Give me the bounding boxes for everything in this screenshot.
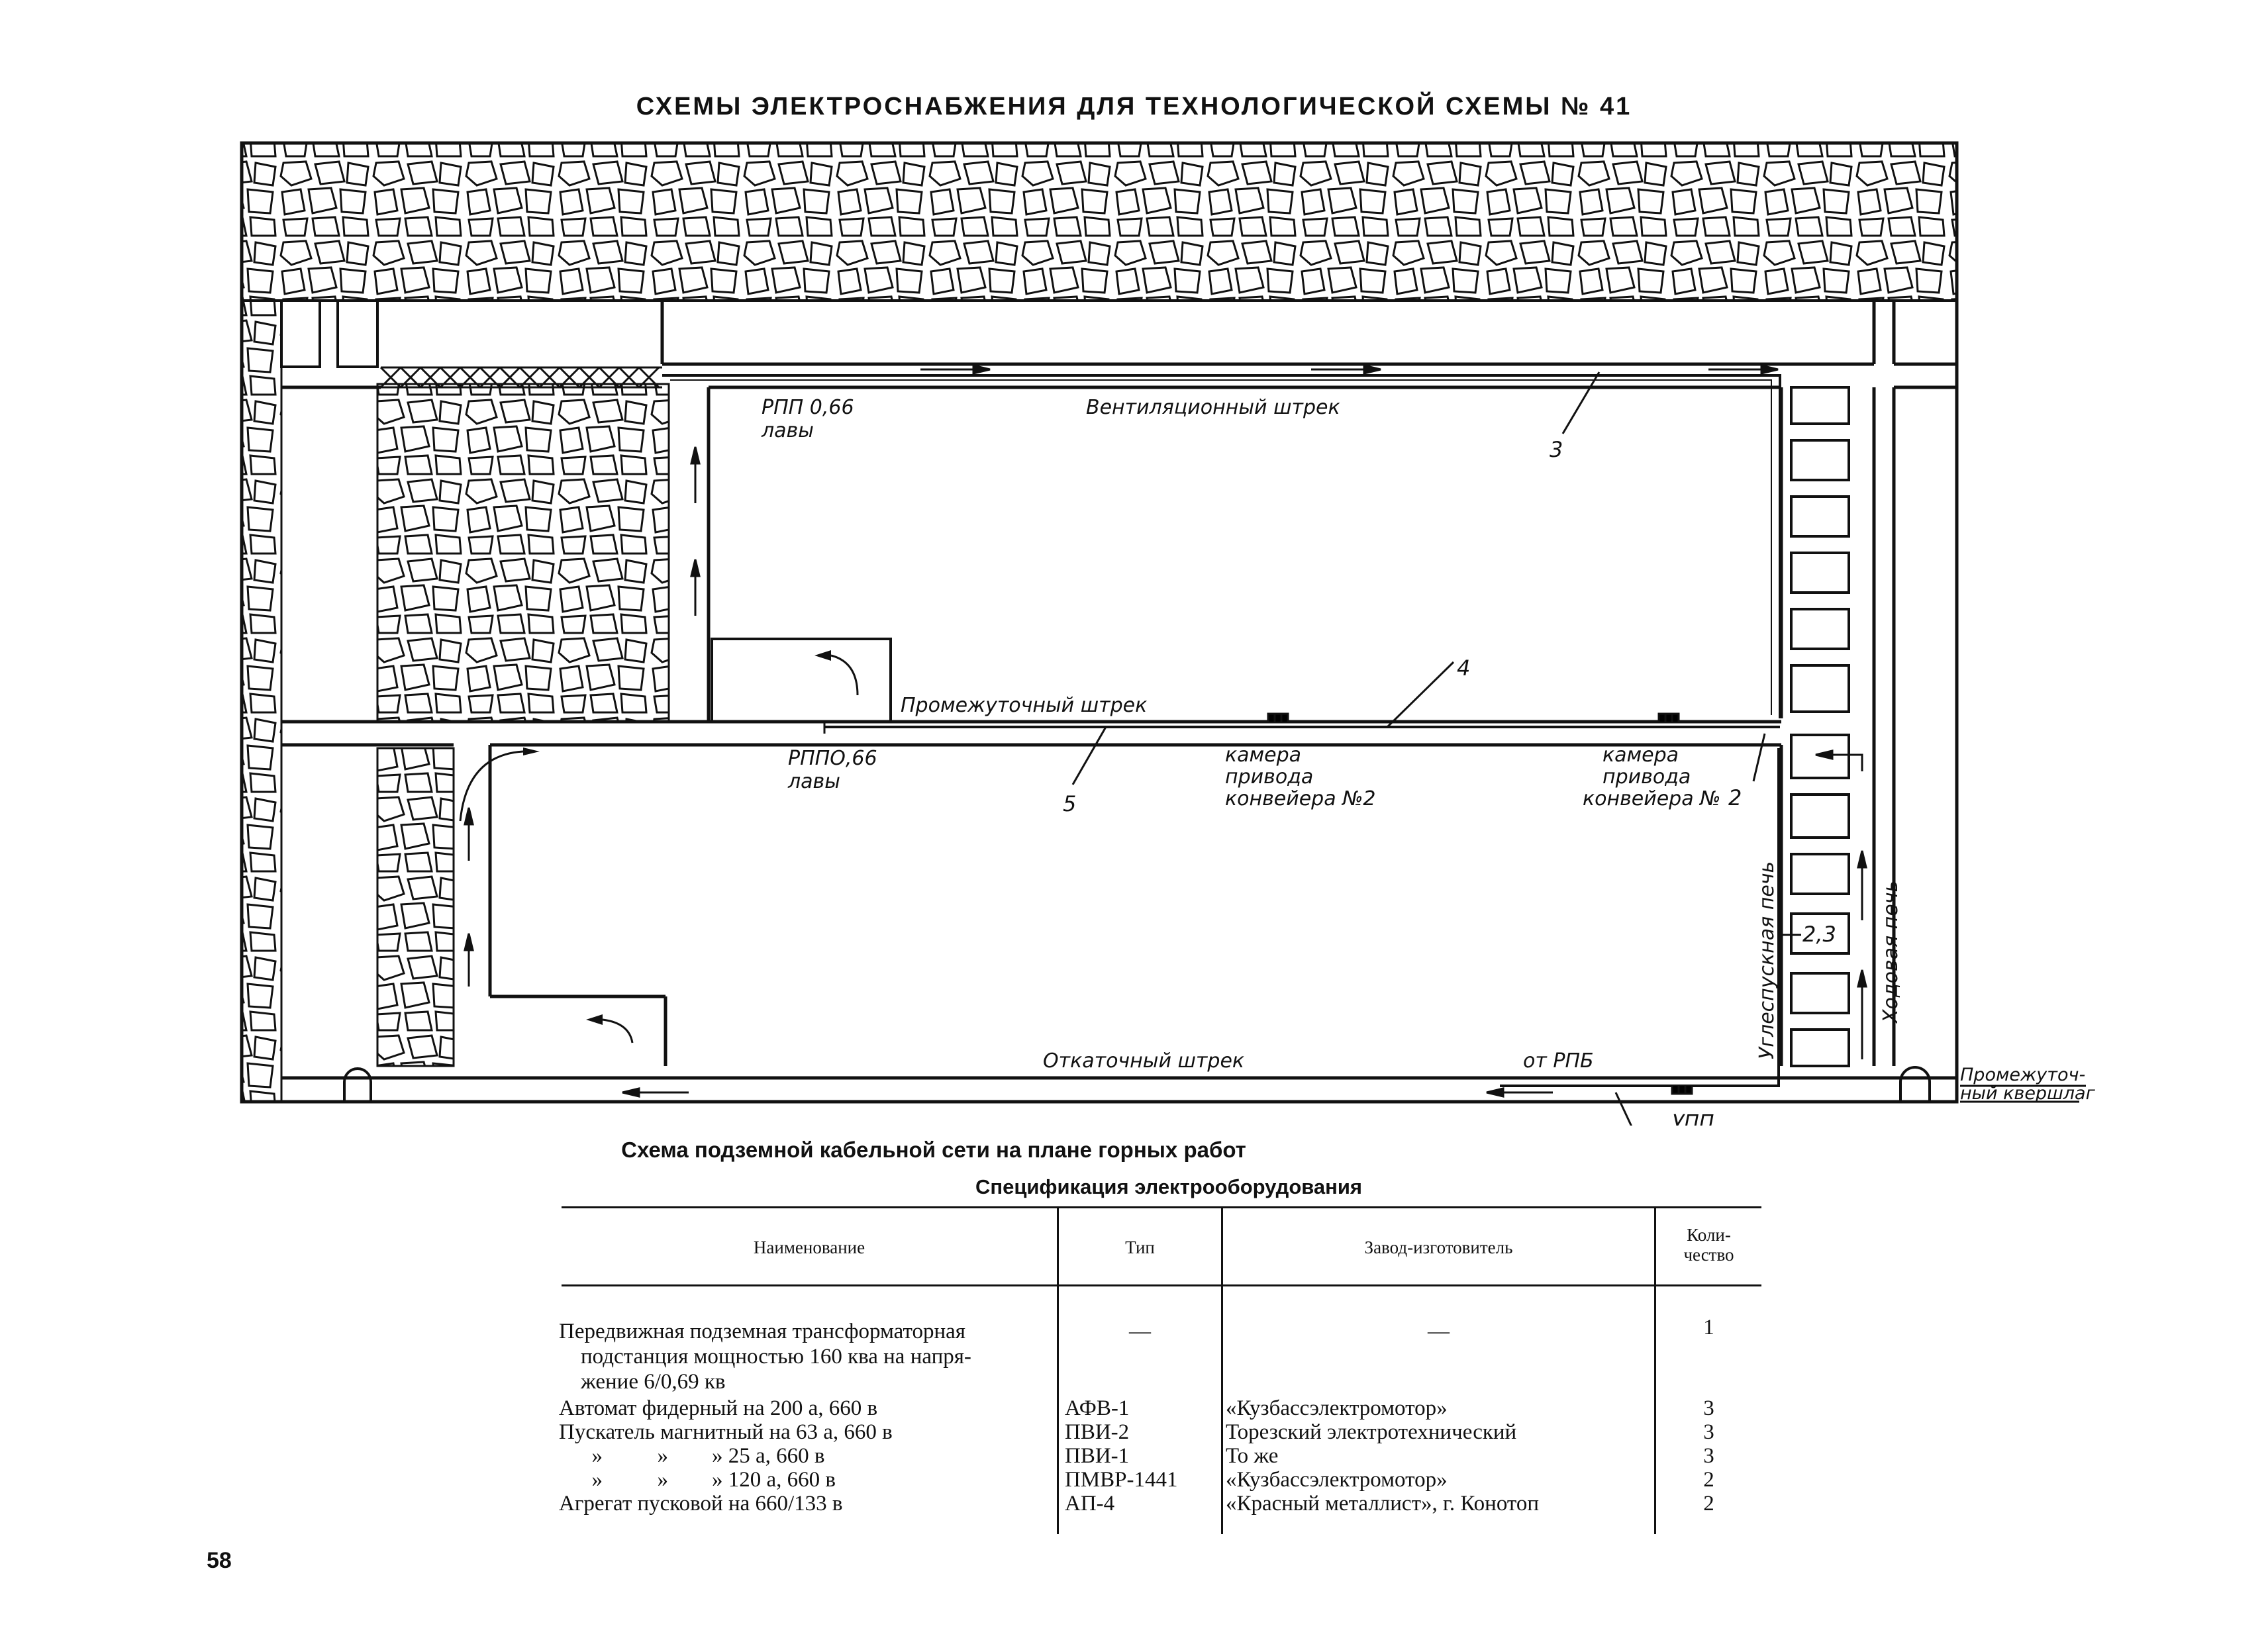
walk-arrows xyxy=(1815,749,1867,1059)
cable-3-inner xyxy=(670,379,1772,715)
row-3-maker: Торезский электротехнический xyxy=(1226,1420,1517,1444)
row-4-name: » » » 25 а, 660 в xyxy=(559,1444,825,1468)
row-5-name: » » » 120 а, 660 в xyxy=(559,1468,836,1492)
haul-arrows xyxy=(622,1087,1553,1098)
crosscut-label: Промежуточ- ный квершлаг xyxy=(1960,1065,2096,1104)
rock-top xyxy=(240,142,1958,302)
label-5: 5 xyxy=(1063,791,1076,816)
pillar-left-1 xyxy=(280,299,321,368)
label-4: 4 xyxy=(1457,655,1470,681)
table-header-rule xyxy=(562,1284,1761,1286)
rock-left xyxy=(240,299,283,1103)
row-2-qty: 3 xyxy=(1703,1396,1714,1420)
svg-text:РППО,66: РППО,66 xyxy=(788,747,877,770)
row-3-type: ПВИ-2 xyxy=(1065,1420,1130,1444)
row-4-type: ПВИ-1 xyxy=(1065,1444,1130,1468)
row-2-type: АФВ-1 xyxy=(1065,1396,1130,1420)
diagram-caption: Схема подземной кабельной сети на плане … xyxy=(621,1137,1246,1162)
row-2-maker: «Кузбассэлектромотор» xyxy=(1226,1396,1448,1420)
label-2-3: 2,3 xyxy=(1802,922,1836,947)
upper-turn-arrow xyxy=(830,654,859,696)
svg-text:ный квершлаг: ный квершлаг xyxy=(1960,1083,2096,1104)
haul-drift-walls xyxy=(281,1076,1957,1104)
row-1-qty: 1 xyxy=(1703,1316,1714,1339)
row-2-name: Автомат фидерный на 200 а, 660 в xyxy=(559,1396,878,1420)
cable-1 xyxy=(1500,748,1780,1087)
leader-lines xyxy=(1071,371,2086,1126)
inter-drift-label: Промежуточный штрек xyxy=(901,694,1147,717)
vent-drift-walls xyxy=(281,301,1957,1066)
rock-goaf-lower xyxy=(376,747,455,1067)
header-type: Тип xyxy=(1125,1237,1155,1257)
svg-text:лавы: лавы xyxy=(761,419,814,442)
header-qty: Коли- чество xyxy=(1683,1225,1734,1265)
chute-boxes xyxy=(1790,386,1850,1067)
arch-right xyxy=(1899,1066,1931,1102)
haul-drift-label: Откаточный штрек xyxy=(1043,1049,1244,1073)
row-1-name: Передвижная подземная трансформаторная п… xyxy=(559,1320,971,1394)
row-1-maker: — xyxy=(1428,1320,1450,1343)
header-maker: Завод-изготовитель xyxy=(1364,1237,1513,1257)
header-name: Наименование xyxy=(753,1237,865,1257)
conveyor-drive-marks xyxy=(1267,712,1680,722)
row-5-maker: «Кузбассэлектромотор» xyxy=(1226,1468,1448,1492)
coal-shaft-label: Углеспускная печь xyxy=(1755,861,1779,1059)
page-title: СХЕМЫ ЭЛЕКТРОСНАБЖЕНИЯ ДЛЯ ТЕХНОЛОГИЧЕСК… xyxy=(636,93,1632,121)
upper-face-arrows xyxy=(690,446,701,616)
svg-text:конвейера №2: конвейера №2 xyxy=(1225,787,1375,810)
row-6-type: АП-4 xyxy=(1065,1492,1115,1516)
upp-marks xyxy=(1671,1086,1693,1095)
row-5-type: ПМВР-1441 xyxy=(1065,1468,1178,1492)
rock-goaf-upper xyxy=(376,383,670,723)
svg-text:Промежуточ-: Промежуточ- xyxy=(1960,1065,2085,1085)
from-rpb-label: от РПБ xyxy=(1523,1049,1594,1073)
row-4-maker: То же xyxy=(1226,1444,1279,1468)
inter-drift-walls xyxy=(281,720,1781,747)
lower-face-arrows xyxy=(464,807,474,987)
svg-text:РПП 0,66: РПП 0,66 xyxy=(762,396,854,419)
upp-label: УПП xyxy=(1672,1111,1714,1126)
col-divider-3 xyxy=(1654,1206,1656,1534)
label-3: 3 xyxy=(1550,437,1563,462)
row-6-maker: «Красный металлист», г. Конотоп xyxy=(1226,1492,1540,1516)
col-divider-2 xyxy=(1221,1206,1223,1534)
pillar-left-2 xyxy=(336,299,379,368)
lower-turn-arrow xyxy=(602,1018,634,1043)
row-1-type: — xyxy=(1129,1320,1151,1343)
spec-title: Спецификация электрооборудования xyxy=(975,1175,1363,1198)
row-4-qty: 3 xyxy=(1703,1444,1714,1468)
table-top-rule xyxy=(562,1206,1761,1208)
svg-text:привода: привода xyxy=(1225,765,1313,789)
vent-drift-label: Вентиляционный штрек xyxy=(1086,396,1340,419)
svg-text:камера: камера xyxy=(1602,744,1679,767)
upper-stall-box xyxy=(711,638,892,723)
air-arrows-top xyxy=(920,364,1779,375)
svg-text:лавы: лавы xyxy=(787,770,840,793)
svg-text:конвейера №: конвейера № xyxy=(1583,787,1720,810)
svg-text:привода: привода xyxy=(1602,765,1691,789)
conveyor-2-chamber-label: камера привода конвейера №2 xyxy=(1225,744,1375,810)
row-3-name: Пускатель магнитный на 63 а, 660 в xyxy=(559,1420,893,1444)
page-number: 58 xyxy=(207,1548,232,1573)
walk-shaft-label: Ходовая печь xyxy=(1879,881,1902,1024)
row-6-name: Агрегат пусковой на 660/133 в xyxy=(559,1492,843,1516)
row-6-qty: 2 xyxy=(1703,1492,1714,1516)
arch-left xyxy=(343,1067,372,1102)
support-crosses xyxy=(379,366,662,389)
svg-text:камера: камера xyxy=(1225,744,1301,767)
row-5-qty: 2 xyxy=(1703,1468,1714,1492)
mine-plan-diagram: РПП 0,66 лавы Вентиляционный штрек 3 4 П… xyxy=(240,141,2096,1126)
label-2: 2 xyxy=(1728,785,1742,810)
rpp-mid-label: РППО,66 лавы xyxy=(787,747,877,793)
conveyor-1-chamber-label: камера привода конвейера № xyxy=(1583,744,1720,810)
rpp-top-label: РПП 0,66 лавы xyxy=(761,396,854,442)
lower-curve xyxy=(459,750,524,822)
row-3-qty: 3 xyxy=(1703,1420,1714,1444)
lower-stall-walls xyxy=(488,745,1783,1066)
col-divider-1 xyxy=(1057,1206,1059,1534)
cable-3 xyxy=(662,374,1781,718)
